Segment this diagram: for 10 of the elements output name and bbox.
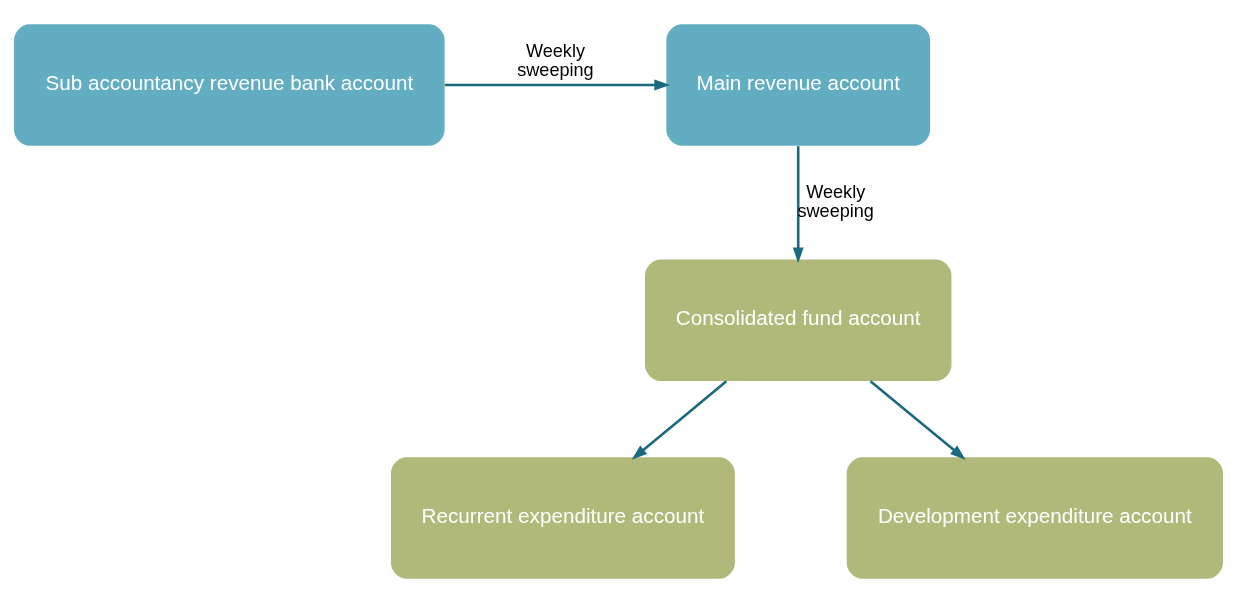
node-box: Consolidated fund account xyxy=(645,259,952,381)
node-box: Sub accountancy revenue bank account xyxy=(14,24,445,146)
node-box: Main revenue account xyxy=(666,24,931,146)
arrow xyxy=(792,146,804,264)
node-box: Recurrent expenditure account xyxy=(390,457,735,579)
edge-label: Weekly sweeping xyxy=(517,40,594,81)
arrow xyxy=(444,79,670,91)
node-box: Development expenditure account xyxy=(846,457,1223,579)
arrow xyxy=(631,380,728,460)
arrow xyxy=(869,380,966,460)
